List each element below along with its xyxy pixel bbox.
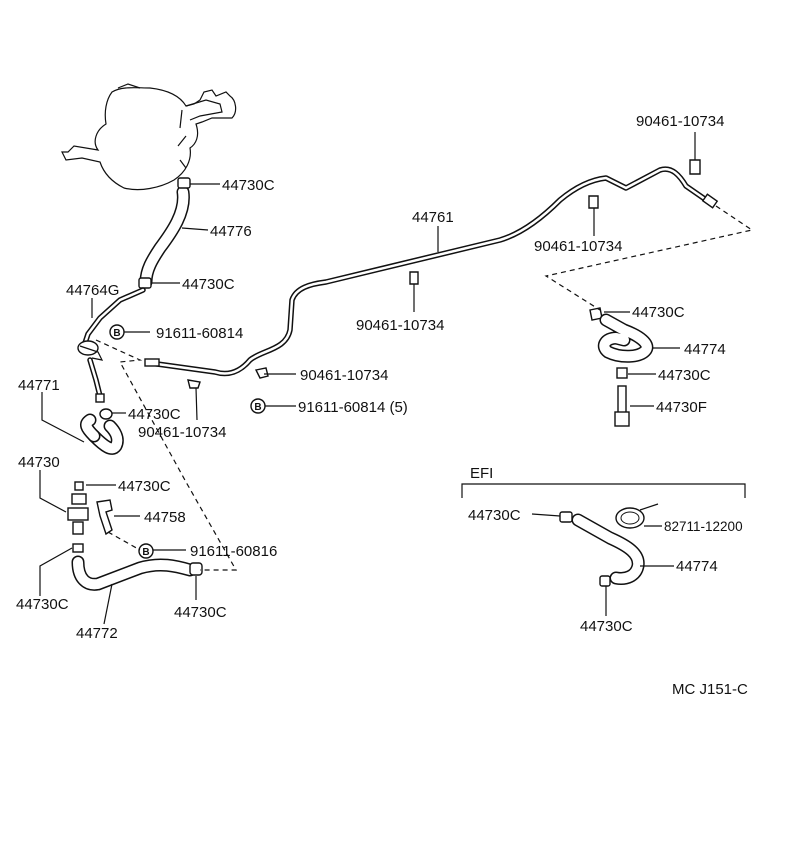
efi-bracket [461,483,746,498]
clamp-90461-10734-b [254,367,269,379]
label-44730c-4: 44730C [118,478,171,495]
label-44774-b: 44774 [676,558,718,575]
label-90461-10734-b: 90461-10734 [300,367,388,384]
hose-44774-a [589,307,654,427]
label-44730c-2: 44730C [182,276,235,293]
label-44730c-3: 44730C [128,406,181,423]
clamp-90461-10734-a [187,379,201,421]
label-44772: 44772 [76,625,118,642]
hose-44774-efi [559,503,659,587]
label-91611-60814-b: 91611-60814 (5) [298,399,408,416]
label-44761: 44761 [412,209,454,226]
label-44730c-9: 44730C [468,507,521,524]
clamp-90461-10734-e [689,132,701,175]
label-90461-10734-c: 90461-10734 [356,317,444,334]
label-44730: 44730 [18,454,60,471]
dashed-line-left [95,339,238,571]
label-44758: 44758 [144,509,186,526]
label-91611-60814-a: 91611-60814 [156,325,243,342]
label-90461-10734-a: 90461-10734 [138,424,226,441]
svg-text:B: B [113,328,120,339]
label-44730c-8: 44730C [658,367,711,384]
brake-booster [61,83,237,191]
hose-44771 [80,408,124,455]
label-44730c-7: 44730C [632,304,685,321]
clamp-90461-10734-c [409,271,419,312]
hose-44772 [71,555,203,591]
hose-44776 [138,177,191,289]
label-ref-code: MC J151-C [672,681,748,698]
bolt-symbol-2: B [250,398,266,414]
label-44730c-5: 44730C [16,596,69,613]
pipe-44761 [144,166,719,377]
label-90461-10734-e: 90461-10734 [636,113,724,130]
label-90461-10734-d: 90461-10734 [534,238,622,255]
label-efi: EFI [470,465,493,482]
clamp-90461-10734-d [588,195,599,236]
label-44764g: 44764G [66,282,119,299]
bolt-symbol-1: B [109,324,125,340]
label-82711-12200: 82711-12200 [664,519,743,534]
label-44771: 44771 [18,377,60,394]
label-44730c-10: 44730C [580,618,633,635]
label-91611-60816: 91611-60816 [190,543,277,560]
label-44730c-6: 44730C [174,604,227,621]
bolt-symbol-3: B [138,543,154,559]
bracket-44758 [96,499,113,536]
label-44730f: 44730F [656,399,707,416]
leader-lines [39,183,680,625]
dashed-line-bracket [107,531,141,551]
label-44730c-top: 44730C [222,177,275,194]
svg-text:B: B [254,402,261,413]
svg-text:B: B [142,547,149,558]
valve-44730 [67,481,89,553]
dashed-line-right [544,205,754,311]
label-44774-a: 44774 [684,341,726,358]
label-44776: 44776 [210,223,252,240]
valve-44764g [77,287,146,403]
